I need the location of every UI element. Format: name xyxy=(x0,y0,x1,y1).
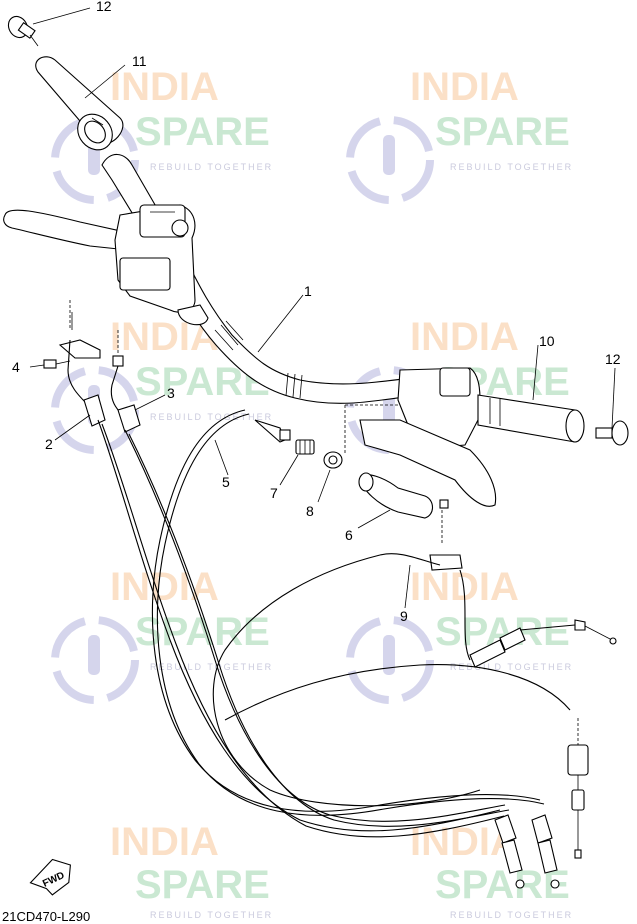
right-switch-housing xyxy=(344,367,497,507)
watermark-line1: INDIA xyxy=(110,820,219,864)
bottom-cable-ends xyxy=(494,814,560,889)
fwd-arrow-icon: FWD xyxy=(29,858,71,896)
callout-10: 10 xyxy=(539,333,555,349)
watermark-line2: SPARE xyxy=(435,110,570,154)
leader-lines xyxy=(29,7,616,609)
callout-5: 5 xyxy=(222,474,230,490)
wrench-logo-icon xyxy=(346,116,434,204)
part-11-left-grip xyxy=(35,56,124,151)
watermark-tagline: REBUILD TOGETHER xyxy=(150,412,273,422)
part-8-locknut xyxy=(323,451,343,469)
callout-11: 11 xyxy=(132,53,147,69)
watermark-tagline: REBUILD TOGETHER xyxy=(150,662,273,672)
watermark-tagline: REBUILD TOGETHER xyxy=(150,162,273,172)
watermark-line2: SPARE xyxy=(135,863,270,907)
watermark-bottom-left: INDIA SPARE REBUILD TOGETHER xyxy=(110,820,273,920)
watermark-line2: SPARE xyxy=(135,610,270,654)
part-9-throttle-cable xyxy=(379,499,463,571)
callout-8: 8 xyxy=(306,503,314,519)
callout-6: 6 xyxy=(345,527,353,543)
watermark-tagline: REBUILD TOGETHER xyxy=(150,910,273,920)
cable-routing xyxy=(97,409,571,838)
watermark-lower-right: INDIA SPARE REBUILD TOGETHER xyxy=(346,565,573,704)
callout-1: 1 xyxy=(304,283,312,299)
watermark-lower-left: INDIA SPARE REBUILD TOGETHER xyxy=(51,565,273,704)
watermark-line1: INDIA xyxy=(410,315,519,359)
watermark-line1: INDIA xyxy=(410,65,519,109)
callout-9: 9 xyxy=(400,608,408,624)
part-3-cable-adjuster xyxy=(110,330,141,433)
watermark-top-right: INDIA SPARE REBUILD TOGETHER xyxy=(346,65,573,204)
diagram-code: 21CD470-L290 xyxy=(2,909,90,924)
watermark-tagline: REBUILD TOGETHER xyxy=(450,162,573,172)
part-6-cable-boot xyxy=(358,472,434,519)
wrench-logo-icon xyxy=(51,616,139,704)
part-7-cable-adjuster xyxy=(295,439,315,455)
part-5-cable-end xyxy=(254,419,291,443)
part-4-bolt xyxy=(43,359,71,369)
callout-labels: 12 11 1 10 12 4 2 3 5 7 8 6 9 xyxy=(12,0,621,624)
callout-7: 7 xyxy=(270,485,278,501)
part-10-right-grip xyxy=(477,394,585,443)
watermark-mid-left: INDIA SPARE REBUILD TOGETHER xyxy=(51,315,273,454)
watermark-line2: SPARE xyxy=(135,110,270,154)
callout-3: 3 xyxy=(167,385,175,401)
callout-4: 4 xyxy=(12,359,20,375)
watermark-line1: INDIA xyxy=(110,565,219,609)
callout-12-top: 12 xyxy=(96,0,112,14)
part-12-bar-end-right xyxy=(595,420,629,446)
left-lever-assembly xyxy=(3,204,209,326)
callout-12-right: 12 xyxy=(605,351,621,367)
right-cable-adjusters xyxy=(469,619,617,668)
watermark-top-left: INDIA SPARE REBUILD TOGETHER xyxy=(51,65,273,204)
right-vertical-cable-end xyxy=(567,718,589,859)
callout-2: 2 xyxy=(45,436,53,452)
watermark-tagline: REBUILD TOGETHER xyxy=(450,662,573,672)
part-2-clutch-cable-end xyxy=(58,300,106,427)
watermark-line1: INDIA xyxy=(110,65,219,109)
part-12-bar-end-left xyxy=(7,15,39,47)
wrench-logo-icon xyxy=(346,616,434,704)
watermark-tagline: REBUILD TOGETHER xyxy=(450,910,573,920)
